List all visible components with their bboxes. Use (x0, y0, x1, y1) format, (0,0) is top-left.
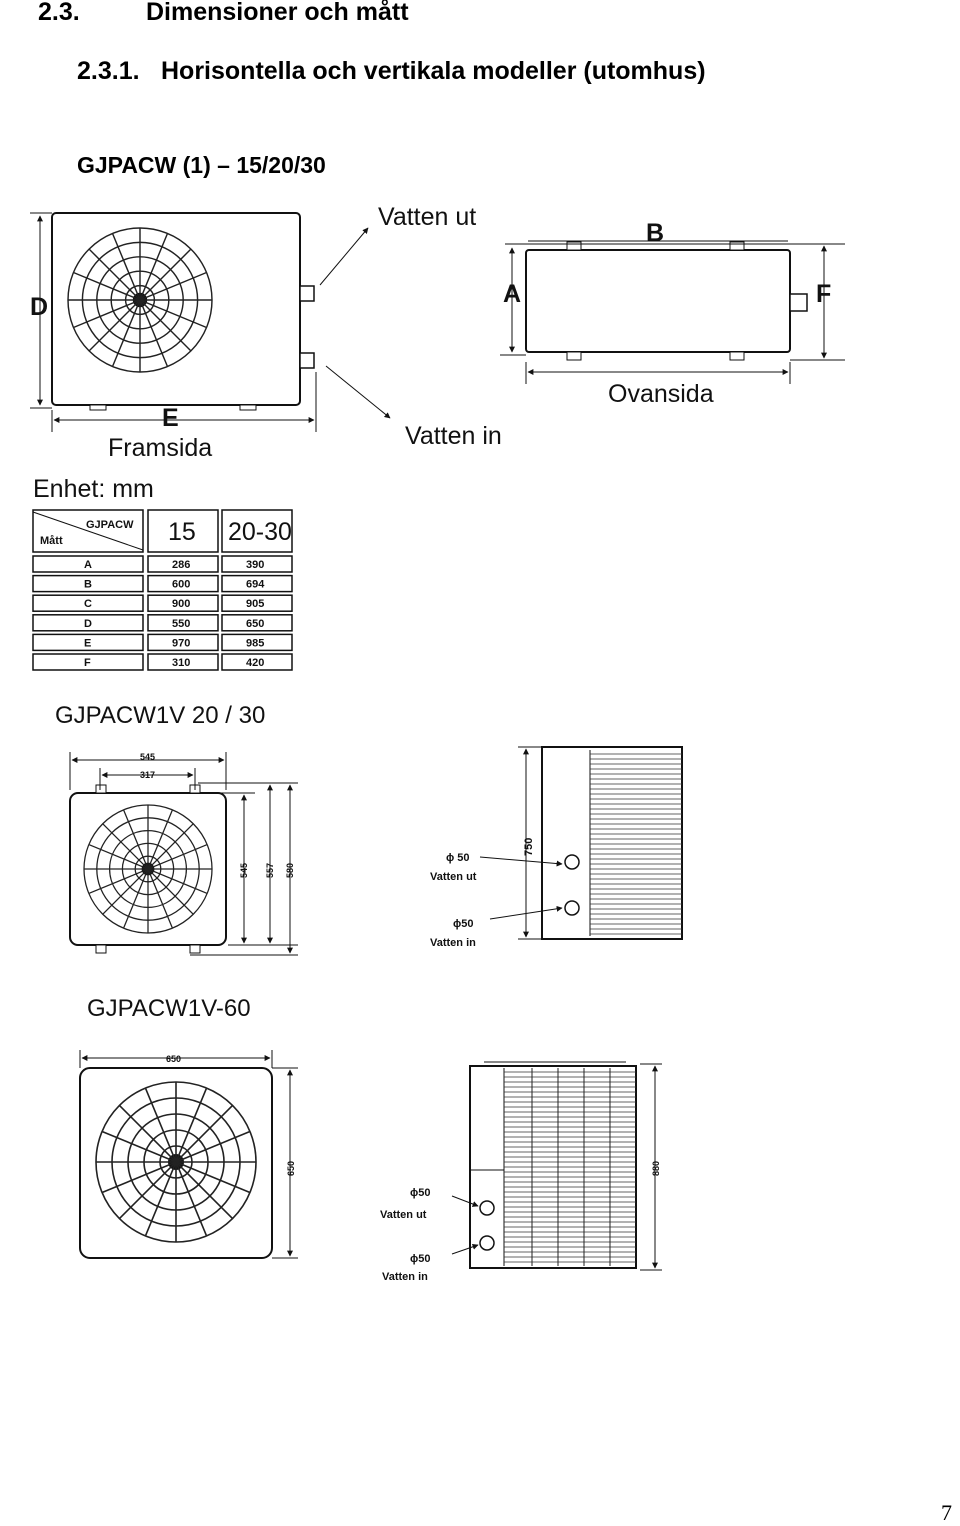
dim-label-A: A (503, 280, 521, 308)
table-cell-value: 550 (172, 618, 190, 630)
table-corner-bottom: Mått (40, 535, 63, 547)
dim-label-D: D (30, 293, 48, 321)
table-row-label: E (84, 637, 91, 649)
dim-880: 880 (651, 1161, 661, 1176)
table-col-header: 15 (168, 518, 196, 546)
table-cell-border (32, 594, 144, 612)
dim-label-E: E (162, 404, 179, 432)
top-label: Ovansida (608, 380, 714, 408)
table-cell-value: 600 (172, 579, 190, 591)
section-heading: 2.3.Dimensioner och mått (38, 0, 409, 26)
table-cell-border (147, 555, 219, 573)
front-view-3: 650 650 (80, 1050, 298, 1258)
table-cell-value: 694 (246, 579, 265, 591)
table-cell-border (221, 594, 293, 612)
subsection-heading: 2.3.1.Horisontella och vertikala modelle… (77, 57, 706, 85)
table-cell-border (32, 653, 144, 671)
table-cell-border (221, 633, 293, 652)
table-cell-border (221, 555, 293, 573)
table-cell-border (147, 594, 219, 612)
dim-label-B: B (646, 219, 664, 247)
table-cell-border (32, 574, 144, 593)
table-cell-border (32, 614, 144, 632)
dim-750: 750 (523, 838, 535, 856)
table-row-label: C (84, 598, 92, 610)
fan-icon (84, 805, 212, 933)
page-number: 7 (941, 1500, 952, 1525)
diagram2-title: GJPACW1V 20 / 30 (55, 702, 265, 729)
dim-580: 580 (285, 863, 295, 878)
front-view-2: 545 317 545 557 580 (70, 752, 298, 955)
table-cell-border (221, 614, 293, 632)
water-in-label-3: Vatten in (382, 1271, 428, 1283)
front-view-1: D E Framsida Vatten ut Vatten in (30, 203, 502, 462)
table-corner-top: GJPACW (86, 519, 134, 531)
water-out-size-3: ϕ50 (410, 1187, 430, 1199)
table-cell-value: 420 (246, 657, 264, 669)
unit-label: Enhet: mm (33, 475, 154, 503)
front-label: Framsida (108, 434, 212, 462)
table-cell-value: 390 (246, 559, 264, 571)
dim-545-h: 545 (239, 863, 249, 878)
table-cell-border (147, 614, 219, 632)
side-view-2: 750 ϕ 50 Vatten ut ϕ50 Vatten in (430, 746, 683, 949)
fan-icon (96, 1082, 256, 1242)
top-view-1: B A F Ovansida (500, 219, 845, 408)
water-out-label-3: Vatten ut (380, 1209, 427, 1221)
table-cell-value: 650 (246, 618, 264, 630)
water-in-size-2: ϕ50 (453, 918, 473, 930)
table-cell-border (147, 574, 219, 593)
table-row-label: F (84, 657, 91, 669)
table-cell-border (32, 633, 144, 652)
water-in-label-2: Vatten in (430, 937, 476, 949)
table-cell-border (221, 574, 293, 593)
table-cell-value: 985 (246, 637, 264, 649)
water-in-label: Vatten in (405, 422, 502, 450)
water-in-size-3: ϕ50 (410, 1253, 430, 1265)
water-out-label: Vatten ut (378, 203, 476, 231)
table-row-label: A (84, 559, 92, 571)
model-title: GJPACW (1) – 15/20/30 (77, 152, 326, 178)
table-cell-border (221, 653, 293, 671)
table-cell-value: 900 (172, 598, 190, 610)
table-row-label: B (84, 579, 92, 591)
side-view-3: 880 ϕ50 Vatten ut ϕ50 Vatten in (380, 1061, 662, 1283)
table-cell-value: 310 (172, 657, 190, 669)
dim-557: 557 (265, 863, 275, 878)
table-cell-border (147, 653, 219, 671)
table-cell-border (32, 555, 144, 573)
table-cell-value: 905 (246, 598, 264, 610)
water-out-label-2: Vatten ut (430, 871, 477, 883)
table-row-label: D (84, 618, 92, 630)
dim-650-h: 650 (286, 1161, 296, 1176)
table-col-header: 20-30 (228, 518, 292, 546)
table-cell-value: 970 (172, 637, 190, 649)
fan-icon (68, 228, 212, 372)
dim-545: 545 (140, 752, 155, 762)
table-cell-border (147, 633, 219, 652)
dim-label-F: F (816, 280, 831, 308)
dim-317: 317 (140, 770, 155, 780)
diagram3-title: GJPACW1V-60 (87, 995, 251, 1022)
dim-650-w: 650 (166, 1054, 181, 1064)
table-cell-value: 286 (172, 559, 190, 571)
water-out-size-2: ϕ 50 (446, 852, 470, 864)
